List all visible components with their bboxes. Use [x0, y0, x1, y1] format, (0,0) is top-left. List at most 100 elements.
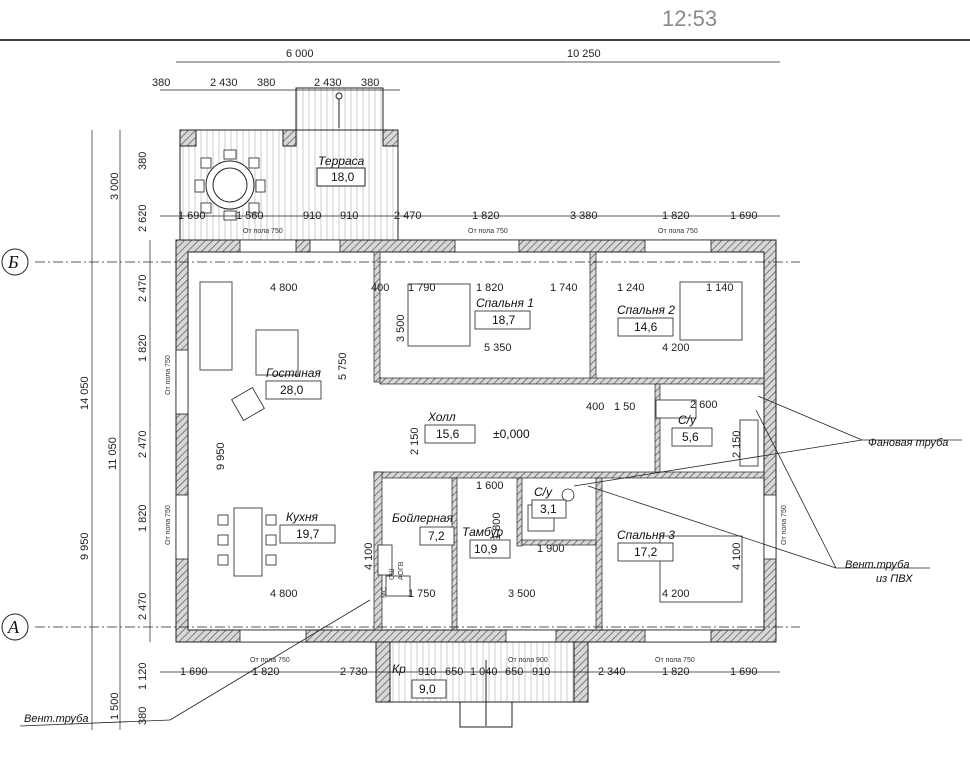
- dim-bottom-11: 1 690: [730, 666, 758, 678]
- inner-dim-3: 9 950: [215, 442, 227, 470]
- room-area-vestibule: 10,9: [474, 542, 498, 556]
- dim-terrace-2: 2 430: [210, 77, 238, 89]
- dim-left-outer-1: 3 000: [109, 172, 121, 200]
- window-note-3: От пола 750: [658, 228, 698, 235]
- inner-dim-23: 1 800: [491, 512, 503, 540]
- inner-dim-4: 5 350: [484, 342, 512, 354]
- callout-vent-pipe-left: Вент.труба: [24, 713, 88, 725]
- dim-wall-2: 1 560: [236, 210, 264, 222]
- room-area-porch: 9,0: [419, 682, 436, 696]
- equip-label-3: МС: [381, 587, 388, 598]
- dim-wall-4: 910: [340, 210, 358, 222]
- inner-dim-10: 4 100: [731, 542, 743, 570]
- inner-dim-15: 2 150: [731, 430, 743, 458]
- inner-dim-1: 4 800: [270, 282, 298, 294]
- dim-bottom-7: 650: [505, 666, 523, 678]
- room-area-bedroom2: 14,6: [634, 320, 658, 334]
- dim-bottom-1: 1 690: [180, 666, 208, 678]
- dim-wall-6: 1 820: [472, 210, 500, 222]
- room-name-bath2: С/у: [534, 485, 553, 499]
- window-note-8: От пола 750: [655, 657, 695, 664]
- dim-bottom-6: 1 040: [470, 666, 498, 678]
- dim-bottom-3: 2 730: [340, 666, 368, 678]
- furniture: [199, 281, 759, 603]
- dim-left-outer-2: 14 050: [79, 376, 91, 410]
- inner-dim-5: 4 200: [662, 342, 690, 354]
- axis-label-b: Б: [7, 252, 19, 272]
- inner-dim-22: 1 600: [476, 480, 504, 492]
- room-name-living: Гостиная: [266, 366, 321, 380]
- room-name-porch: Кр: [392, 662, 406, 676]
- inner-dim-21: 1 140: [706, 282, 734, 294]
- room-area-bath2: 3,1: [540, 502, 557, 516]
- dim-left-mid-1: 380: [137, 152, 149, 170]
- window-note-2: От пола 750: [468, 228, 508, 235]
- room-area-living: 28,0: [280, 383, 304, 397]
- window-note-1: От пола 750: [243, 228, 283, 235]
- dim-left-inner-2: 1 820: [137, 334, 149, 362]
- dim-left-outer-3: 1 500: [109, 692, 121, 720]
- dim-left-mid-3: 11 050: [107, 437, 119, 470]
- room-name-hall: Холл: [427, 410, 456, 424]
- dim-left-mid-5: 380: [137, 707, 149, 725]
- inner-dim-2: 5 750: [337, 352, 349, 380]
- dim-terrace-1: 380: [152, 77, 170, 89]
- room-area-boiler: 7,2: [428, 529, 445, 543]
- axis-label-a: А: [7, 617, 20, 637]
- inner-dim-14: 2 150: [409, 427, 421, 455]
- dim-wall-8: 1 820: [662, 210, 690, 222]
- room-area-bedroom3: 17,2: [634, 545, 658, 559]
- room-area-bath1: 5,6: [682, 430, 699, 444]
- inner-dim-19: 1 740: [550, 282, 578, 294]
- room-name-bedroom1: Спальня 1: [476, 296, 534, 310]
- dim-bottom-2: 1 820: [252, 666, 280, 678]
- dim-left-inner-4: 1 820: [137, 504, 149, 532]
- inner-dim-13: 2 600: [690, 399, 718, 411]
- room-name-bath1: С/у: [678, 413, 697, 427]
- inner-dim-25: 400: [586, 401, 604, 413]
- dim-terrace-3: 380: [257, 77, 275, 89]
- room-name-bedroom3: Спальня 3: [617, 528, 675, 542]
- dim-left-inner-1: 2 470: [137, 274, 149, 302]
- dim-left-inner-5: 2 470: [137, 592, 149, 620]
- dim-wall-9: 1 690: [730, 210, 758, 222]
- equip-label-2: СШ: [389, 569, 396, 580]
- inner-dim-7: 4 200: [662, 588, 690, 600]
- window-note-6: От пола 750: [781, 505, 788, 545]
- dim-wall-1: 1 690: [178, 210, 206, 222]
- dim-left-mid-2: 2 620: [137, 204, 149, 232]
- dim-bottom-5: 650: [445, 666, 463, 678]
- room-name-kitchen: Кухня: [286, 510, 319, 524]
- dim-terrace-5: 380: [361, 77, 379, 89]
- room-name-vestibule: Тамбур: [462, 525, 503, 539]
- room-name-boiler: Бойлерная: [392, 511, 454, 525]
- callout-vent-pipe-right: Вент.труба: [845, 559, 909, 571]
- callout-pvc: из ПВХ: [876, 573, 913, 585]
- dim-bottom-9: 2 340: [598, 666, 626, 678]
- dim-left-mid-4: 1 120: [137, 662, 149, 690]
- room-area-bedroom1: 18,7: [492, 313, 516, 327]
- window-note-5: От пола 750: [165, 505, 172, 545]
- terrace: [179, 87, 399, 246]
- window-note-9: От пола 900: [508, 657, 548, 664]
- dim-top-main-1: 6 000: [286, 48, 314, 60]
- level-mark: ±0,000: [493, 427, 530, 441]
- inner-dim-12: 1 900: [537, 543, 565, 555]
- inner-dim-11: 1 750: [408, 588, 436, 600]
- inner-dim-17: 1 790: [408, 282, 436, 294]
- status-time: 12:53: [662, 6, 718, 31]
- callout-fan-pipe: Фановая труба: [868, 437, 948, 449]
- dim-top-main-2: 10 250: [567, 48, 601, 60]
- inner-dim-24: 3 500: [508, 588, 536, 600]
- dim-bottom-10: 1 820: [662, 666, 690, 678]
- inner-dim-20: 1 240: [617, 282, 645, 294]
- inner-dim-16: 400: [371, 282, 389, 294]
- dim-left-total: 9 950: [79, 532, 91, 560]
- dim-left-inner-3: 2 470: [137, 430, 149, 458]
- room-name-bedroom2: Спальня 2: [617, 303, 675, 317]
- dim-terrace-4: 2 430: [314, 77, 342, 89]
- room-area-kitchen: 19,7: [296, 527, 320, 541]
- window-note-7: От пола 750: [250, 657, 290, 664]
- dim-bottom-8: 910: [532, 666, 550, 678]
